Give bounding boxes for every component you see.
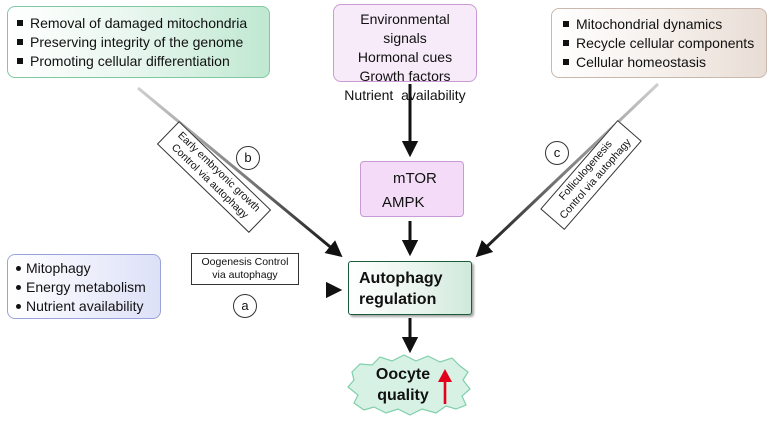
label-line: via autophagy [212, 269, 278, 281]
autophagy-line2: regulation [359, 291, 437, 308]
oocyte-up-arrow [438, 369, 452, 404]
signal-line: Environmental signals [360, 11, 450, 46]
ampk-label: AMPK [382, 194, 425, 211]
roles-box: Removal of damaged mitochondria Preservi… [7, 6, 270, 78]
pathway-c-marker: c [545, 141, 569, 165]
signal-line: Growth factors [359, 68, 451, 84]
oogenesis-factors-box: Mitophagy Energy metabolism Nutrient ava… [7, 254, 161, 319]
arrow-b-to-autophagy [137, 86, 343, 258]
mtor-ampk-box: mTOR AMPK [360, 161, 464, 217]
autophagy-regulation-box: Autophagy regulation [348, 261, 472, 315]
oocyte-quality-label: Oocyte quality [373, 364, 433, 406]
oocyte-line1: Oocyte [375, 366, 431, 383]
pathway-b-marker: b [236, 146, 260, 170]
list-item: Cellular homeostasis [562, 53, 756, 72]
autophagy-line1: Autophagy [359, 270, 443, 287]
list-item: Recycle cellular components [562, 34, 756, 53]
homeostasis-box: Mitochondrial dynamics Recycle cellular … [551, 8, 767, 78]
list-item: Nutrient availability [16, 297, 152, 316]
list-item: Energy metabolism [16, 278, 152, 297]
list-item: Preserving integrity of the genome [16, 33, 261, 52]
list-item: Mitochondrial dynamics [562, 15, 756, 34]
pathway-a-marker: a [233, 294, 257, 318]
arrow-c-to-autophagy [475, 82, 660, 258]
oocyte-shape [347, 354, 471, 416]
signal-line: Nutrient availability [344, 87, 466, 103]
oogenesis-control-label: Oogenesis Control via autophagy [191, 253, 299, 285]
list-item: Removal of damaged mitochondria [16, 14, 261, 33]
oocyte-line2: quality [377, 387, 429, 404]
list-item: Mitophagy [16, 259, 152, 278]
list-item: Promoting cellular differentiation [16, 52, 261, 71]
signals-input-box: Environmental signals Hormonal cues Grow… [333, 4, 477, 103]
signal-line: Hormonal cues [357, 49, 453, 65]
label-line: Oogenesis Control [201, 256, 289, 268]
mtor-label: mTOR [393, 170, 437, 187]
